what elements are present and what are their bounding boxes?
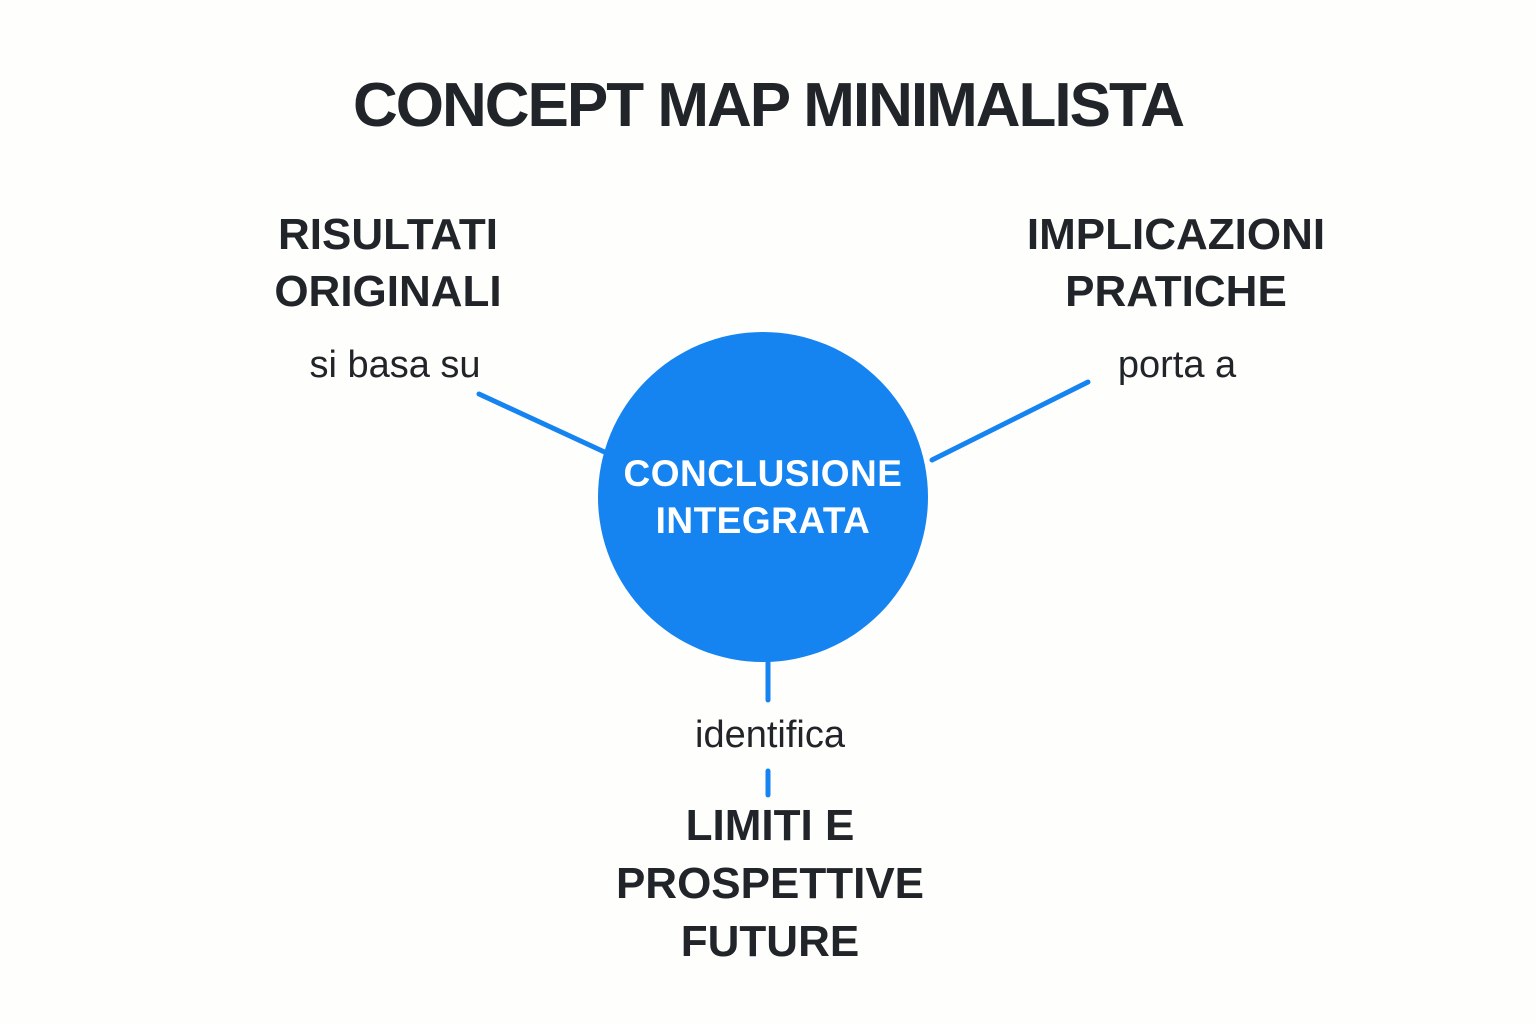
central-node-conclusione-integrata: CONCLUSIONE INTEGRATA — [598, 332, 928, 662]
node-risultati-line-1: RISULTATI — [278, 210, 498, 259]
connector-left-si-basa-su — [476, 391, 614, 458]
node-implicazioni-line-1: IMPLICAZIONI — [1026, 210, 1326, 259]
node-risultati-originali: RISULTATI ORIGINALI — [238, 206, 538, 320]
edge-label-si-basa-su: si basa su — [309, 344, 481, 386]
central-node-line-1: CONCLUSIONE — [623, 453, 903, 494]
node-limiti-line-3: FUTURE — [680, 917, 860, 966]
node-limiti-prospettive-future: LIMITI E PROSPETTIVE FUTURE — [590, 797, 950, 971]
node-implicazioni-pratiche: IMPLICAZIONI PRATICHE — [1026, 206, 1326, 320]
node-risultati-line-2: ORIGINALI — [274, 267, 502, 316]
node-limiti-line-2: PROSPETTIVE — [615, 859, 925, 908]
connector-right-porta-a — [929, 379, 1091, 463]
edge-label-identifica: identifica — [695, 714, 845, 756]
node-limiti-line-1: LIMITI E — [685, 801, 855, 850]
node-implicazioni-line-2: PRATICHE — [1065, 267, 1287, 316]
diagram-title: CONCEPT MAP MINIMALISTA — [352, 71, 1185, 140]
central-node-line-2: INTEGRATA — [655, 500, 871, 541]
edge-label-porta-a: porta a — [1117, 344, 1237, 386]
